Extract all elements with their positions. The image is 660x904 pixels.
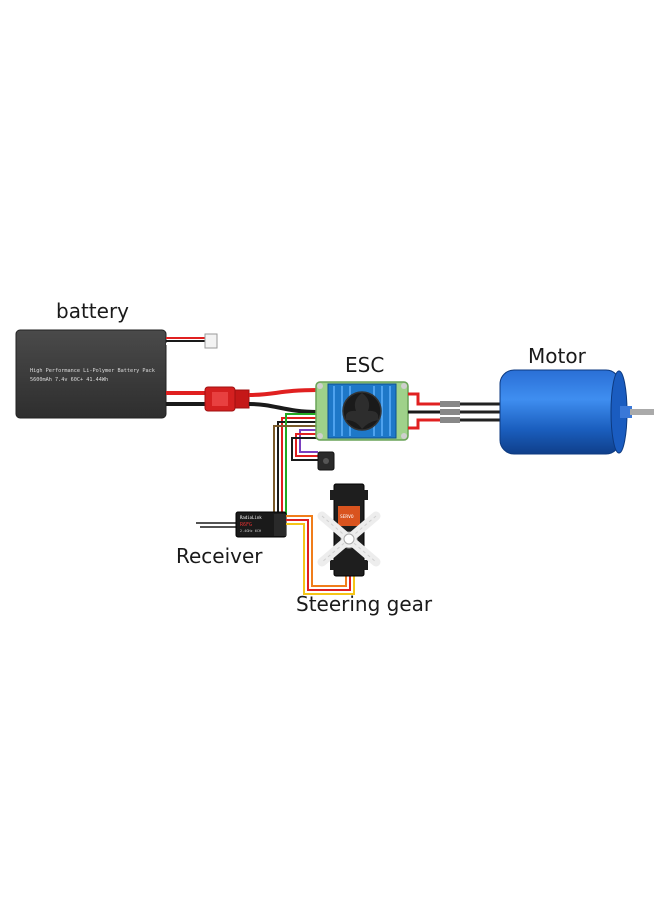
steering-servo: SERVO: [317, 483, 381, 577]
receiver-model: R6FG: [240, 522, 252, 528]
battery-leads: [166, 391, 205, 406]
receiver-label: Receiver: [176, 544, 263, 568]
receiver-brand: RadioLink: [240, 515, 262, 520]
receiver-sub: 2.4GHz 6CH: [240, 529, 261, 533]
servo-label: SERVO: [340, 514, 354, 520]
motor-wires: [408, 392, 500, 430]
program-button-leads: [291, 429, 320, 461]
battery-text-line2: 5600mAh 7.4v 60C+ 41.44Wh: [30, 377, 108, 383]
motor-shaft: [630, 409, 654, 415]
servo-horn: [317, 511, 381, 567]
battery-label: battery: [56, 299, 129, 323]
power-wires-to-esc: [248, 388, 319, 414]
motor-label: Motor: [528, 344, 586, 368]
battery-pack: High Performance Li-Polymer Battery Pack…: [15, 329, 167, 419]
servo-wires: [286, 515, 355, 595]
esc-unit: [315, 381, 409, 441]
receiver: RadioLink R6FG 2.4GHz 6CH: [196, 511, 287, 538]
motor: [499, 369, 654, 455]
battery-text-line1: High Performance Li-Polymer Battery Pack: [30, 368, 156, 374]
balance-lead: [166, 333, 218, 349]
steering-gear-label: Steering gear: [296, 592, 433, 616]
battery-connector: [204, 386, 250, 412]
esc-label: ESC: [345, 353, 385, 377]
program-button: [317, 451, 335, 471]
